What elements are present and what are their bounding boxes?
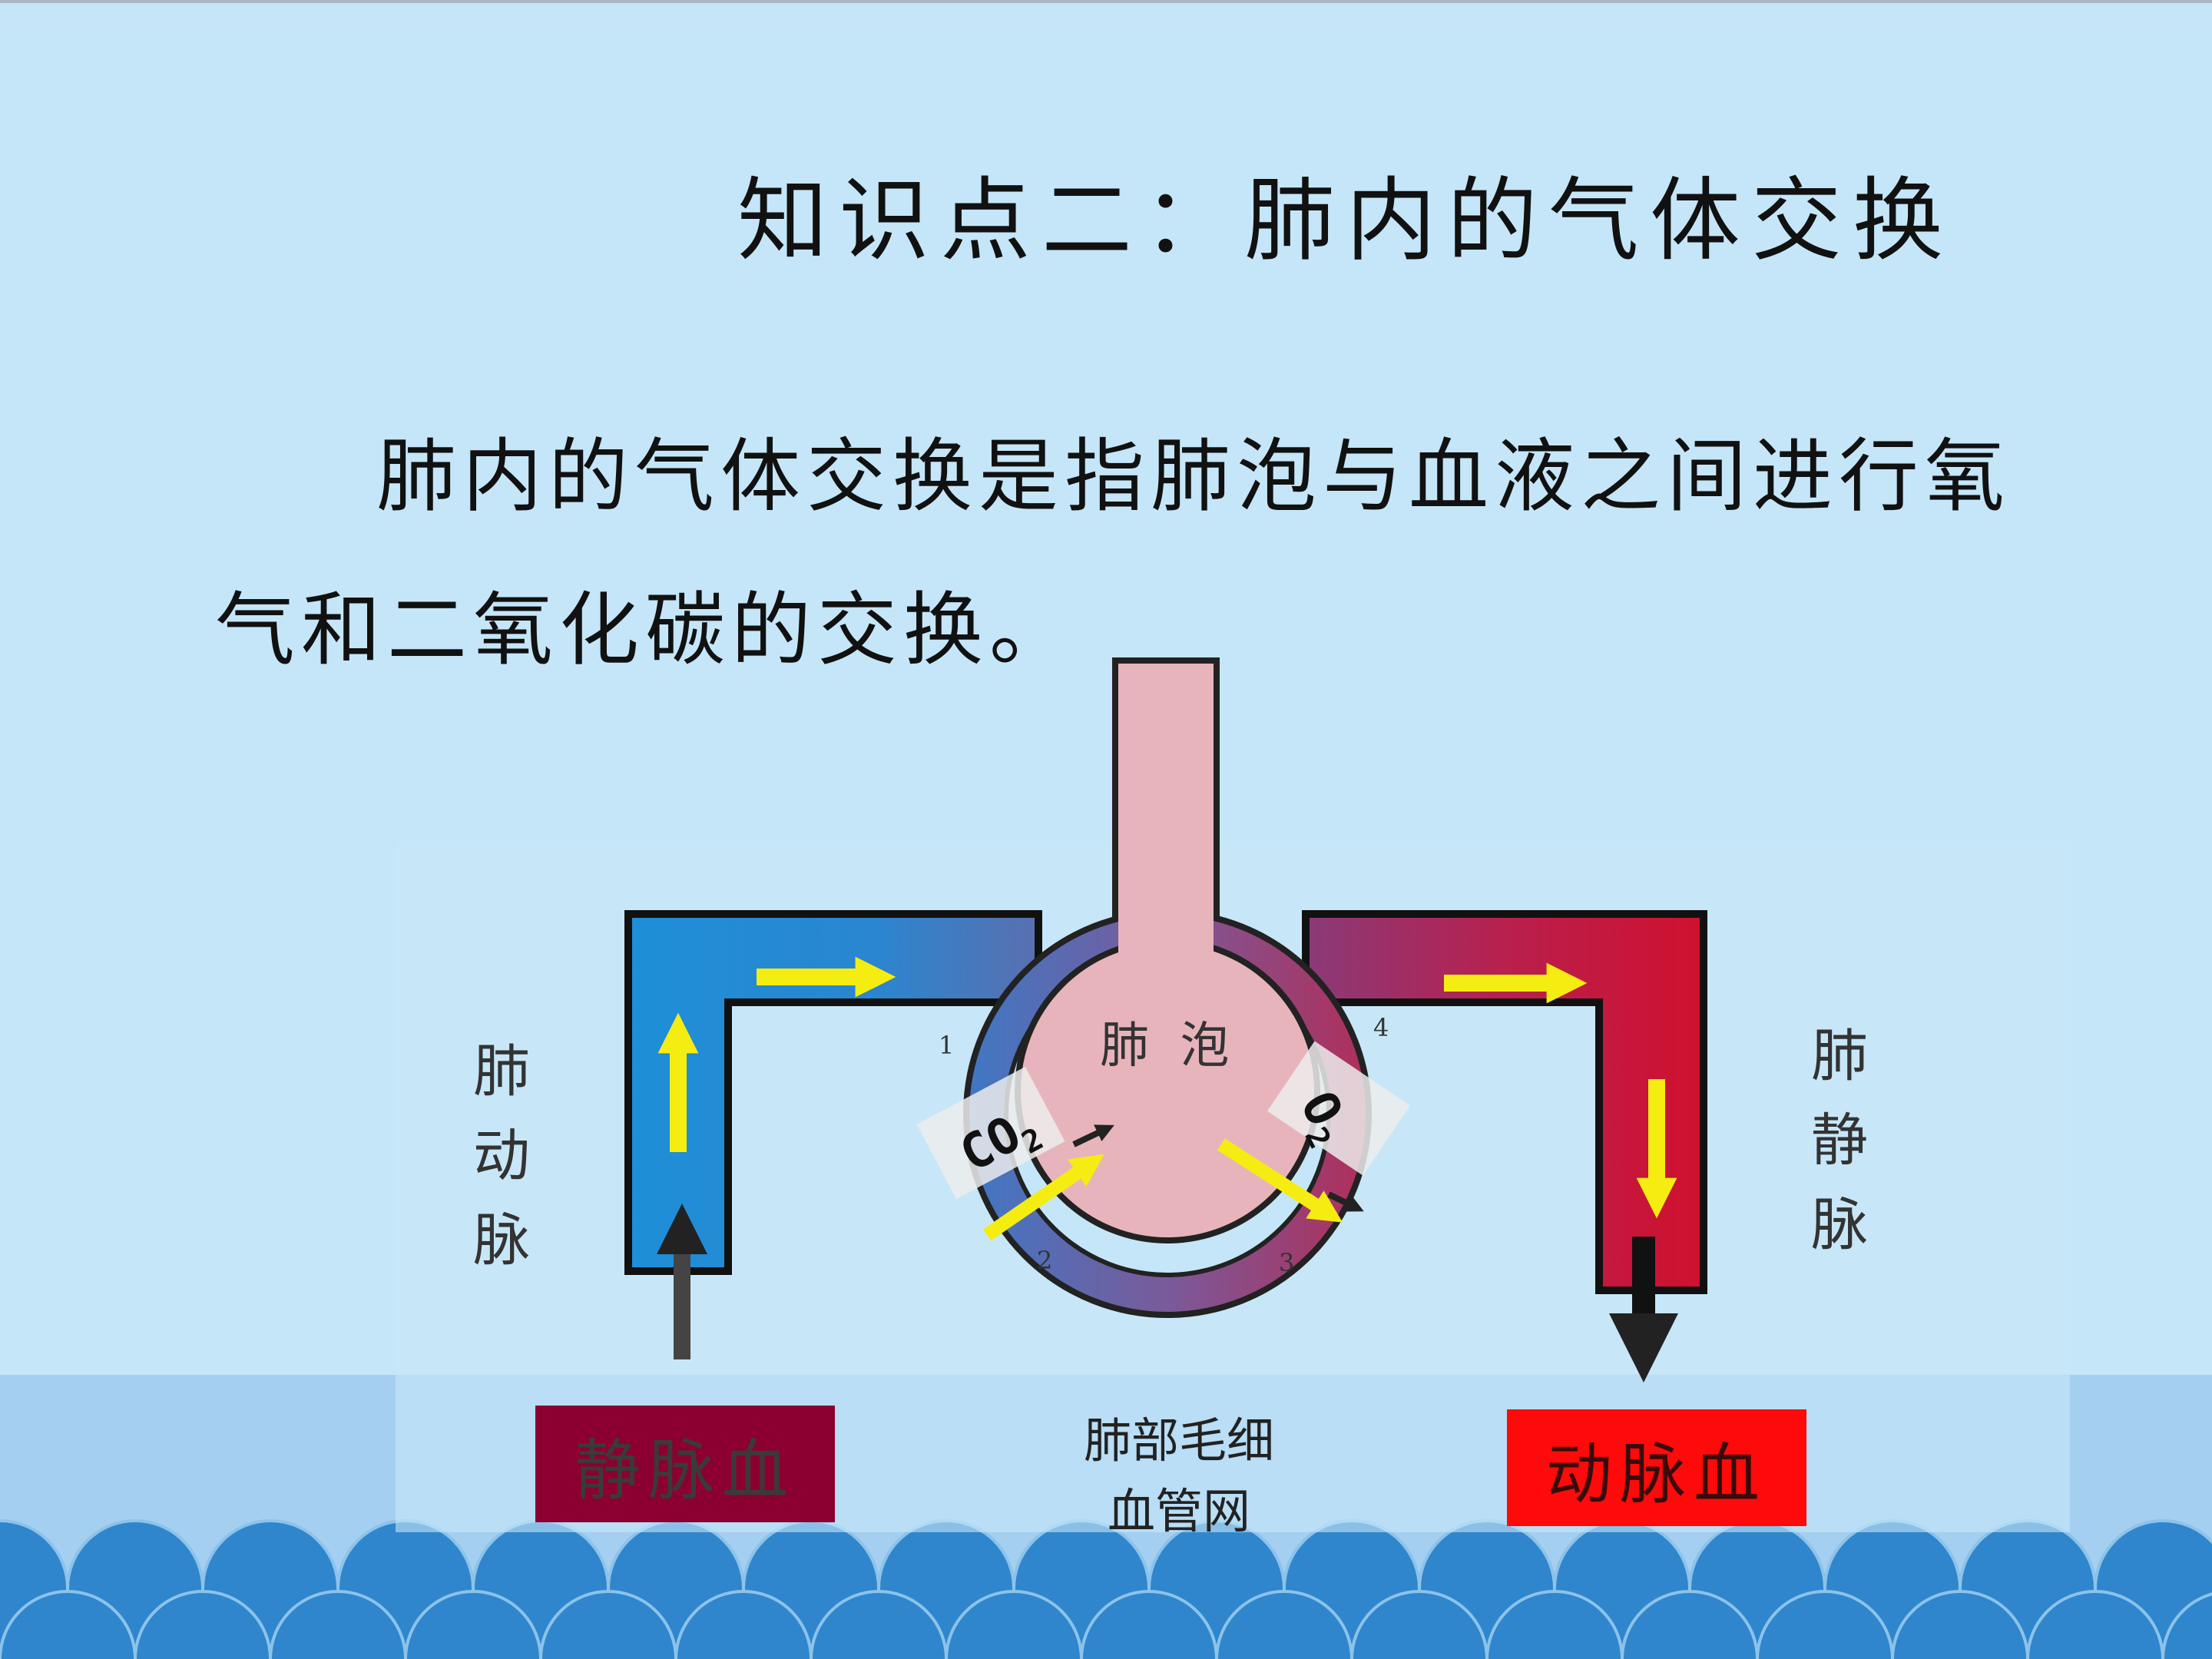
slide-paragraph: 肺内的气体交换是指肺泡与血液之间进行氧气和二氧化碳的交换。 (215, 429, 2012, 677)
vessel-number-3: 3 (1279, 1248, 1295, 1277)
capillary-label-line2: 血管网 (1107, 1483, 1250, 1539)
o2-plate (1267, 1041, 1410, 1176)
alveolus (1015, 938, 1320, 1243)
vessel-number-2: 2 (1037, 1246, 1053, 1275)
pulmonary-vein-label: 肺静脉 (1811, 1023, 1868, 1258)
arrow-co2-small (1072, 1124, 1114, 1147)
venous-blood-box: 静脉血 (535, 1406, 835, 1522)
alveolus-label: 肺 泡 (1100, 1018, 1237, 1075)
vessel-number-4: 4 (1373, 1013, 1389, 1042)
airway-join (1118, 899, 1214, 952)
arrow-o2-small (1327, 1191, 1364, 1212)
vessel-number-1: 1 (939, 1031, 955, 1060)
capillary-label-line1: 肺部毛细 (1083, 1412, 1274, 1469)
pulmonary-artery-label: 肺动脉 (473, 1038, 530, 1273)
arrow-co2-in (982, 1154, 1104, 1241)
capillary-label: 肺部毛细 血管网 (1056, 1406, 1302, 1547)
arrow-o2-out (1217, 1138, 1343, 1223)
airway-tube (1112, 657, 1220, 917)
top-border (0, 0, 2212, 3)
arterial-blood-box: 动脉血 (1507, 1409, 1806, 1526)
co2-plate (916, 1066, 1065, 1200)
slide-title: 知识点二：肺内的气体交换 (737, 167, 1955, 273)
